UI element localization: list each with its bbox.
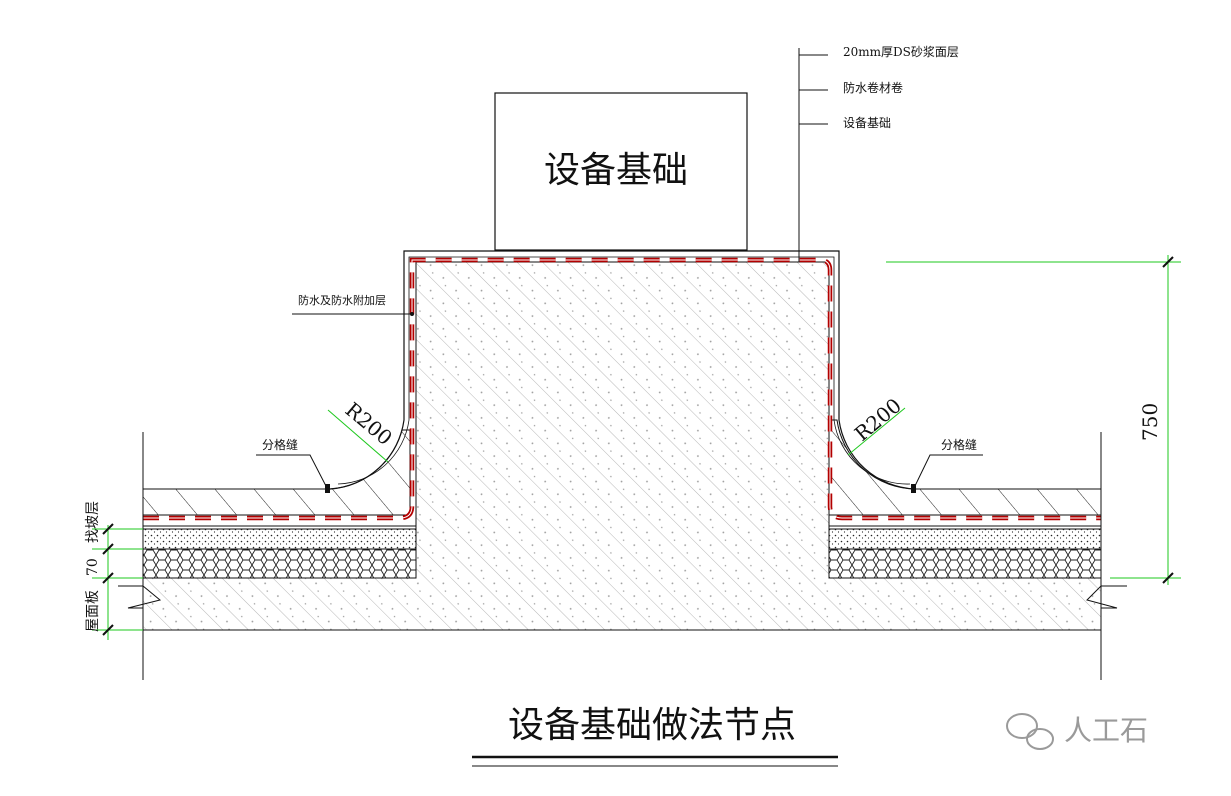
wechat-icon (1006, 713, 1054, 750)
break-symbol-left (118, 585, 162, 609)
callout-waterproof-extra: 防水及防水附加层 (298, 293, 386, 307)
leader-waterproof-dot (410, 312, 414, 316)
dim-tick-left-2 (102, 543, 114, 555)
equipment-base-block (494, 92, 748, 251)
drawing-title: 设备基础做法节点 (508, 705, 796, 746)
block-label: 设备基础 (544, 150, 688, 191)
callout-foundation: 设备基础 (843, 116, 891, 130)
layer-label-thickness: 70 (85, 558, 101, 576)
dim-tick-top (1162, 256, 1174, 268)
layer-label-slope: 找坡层 (85, 501, 101, 543)
leader-joint-right (913, 454, 983, 489)
dim-tick-left-4 (102, 624, 114, 636)
radius-line-left (327, 409, 389, 463)
watermark-text: 人工石 (1064, 714, 1148, 747)
break-symbol-right (1086, 585, 1127, 609)
radius-label-left: R200 (341, 397, 397, 450)
layer-label-roof-slab: 屋面板 (85, 590, 101, 632)
radius-line-right (847, 407, 906, 456)
protective-shell-inner (337, 256, 911, 485)
insulation-left (142, 548, 417, 579)
callout-mortar-layer: 20mm厚DS砂浆面层 (843, 44, 959, 59)
dim-tick-bottom (1162, 572, 1174, 584)
joint-marker-left (325, 484, 330, 493)
dim-tick-left-3 (102, 572, 114, 584)
callout-membrane: 防水卷材卷 (843, 80, 903, 95)
insulation-right (828, 548, 1102, 579)
slope-fill-left (142, 528, 417, 550)
callout-joint-left: 分格缝 (262, 437, 298, 452)
membrane-white-core (143, 259, 1101, 519)
radius-label-right: R200 (850, 393, 906, 446)
dimension-750: 750 (1138, 403, 1162, 441)
leader-joint-left (256, 454, 328, 489)
callout-joint-right: 分格缝 (941, 437, 977, 452)
dim-tick-left-1 (102, 523, 114, 535)
slope-fill-right (828, 528, 1102, 550)
joint-marker-right (911, 484, 916, 493)
